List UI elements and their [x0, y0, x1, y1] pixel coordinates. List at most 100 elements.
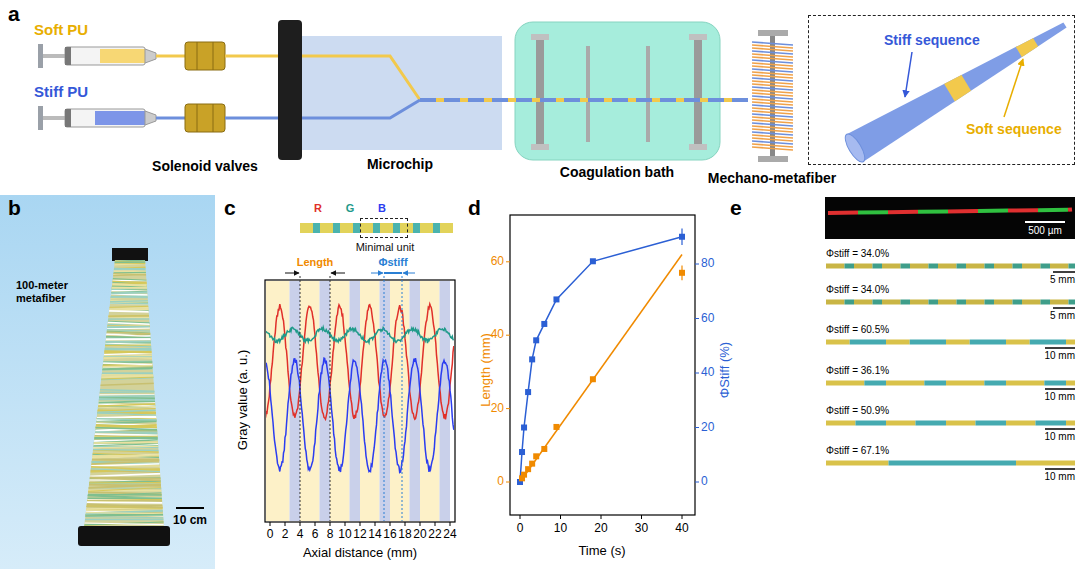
- winding: [752, 57, 793, 60]
- thread: [70, 521, 190, 525]
- coagulation-bath: [531, 144, 549, 150]
- text-label: Coagulation bath: [560, 164, 674, 180]
- text-label: 0: [497, 475, 504, 489]
- stiff-syringe: [43, 116, 65, 120]
- thread: [70, 482, 190, 483]
- thread: [70, 291, 190, 294]
- thread: [70, 297, 190, 299]
- thread: [70, 374, 190, 376]
- soft-segment: [1050, 300, 1068, 305]
- thread: [70, 365, 190, 368]
- thread: [70, 350, 190, 354]
- tick: [270, 522, 271, 526]
- tick: [450, 522, 451, 526]
- stiff-segment: [732, 98, 748, 102]
- node-text: Soft sequence: [966, 121, 1062, 137]
- thread: [70, 431, 190, 434]
- period-brackets: [330, 276, 331, 521]
- thread: [70, 336, 190, 340]
- thread: [70, 341, 190, 345]
- stiff-segment: [900, 264, 910, 269]
- tick: [641, 515, 642, 519]
- thread: [70, 343, 190, 348]
- scale-bar: [1053, 307, 1075, 309]
- thread: [70, 290, 190, 294]
- text-label: 10 mm: [1044, 391, 1075, 403]
- thread: [70, 445, 190, 448]
- text-label: Length: [297, 256, 334, 269]
- data-point: [541, 446, 547, 452]
- thread: [70, 321, 190, 326]
- thread: [70, 449, 190, 453]
- thread: [70, 507, 190, 510]
- text-label: 20: [701, 421, 714, 435]
- axis-title: Length (mm): [479, 333, 494, 407]
- thread: [70, 414, 190, 419]
- thread: [70, 442, 190, 447]
- winding: [752, 99, 793, 102]
- thread: [70, 372, 190, 374]
- thread: [70, 342, 190, 345]
- thread: [70, 514, 190, 517]
- tick: [695, 482, 699, 483]
- tick: [506, 408, 510, 409]
- stiff-segment: [708, 98, 724, 102]
- data-point: [541, 321, 547, 327]
- stiff-segment: [1030, 340, 1066, 345]
- soft-syringe: [185, 42, 225, 70]
- text-label: 6: [312, 528, 319, 542]
- text-label: 30: [635, 522, 648, 536]
- text-label: Φstiff = 36.1%: [826, 365, 889, 377]
- thread: [70, 325, 190, 327]
- soft-syringe: [213, 42, 214, 70]
- thread: [70, 283, 190, 288]
- soft-syringe: [43, 54, 65, 58]
- tick: [330, 522, 331, 526]
- thread: [70, 315, 190, 317]
- thread: [70, 338, 190, 341]
- winding: [752, 141, 793, 144]
- thread: [70, 420, 190, 422]
- fiber-segment: [828, 211, 858, 215]
- text-label: Solenoid valves: [152, 158, 258, 174]
- thread: [70, 463, 190, 467]
- soft-band: [270, 281, 290, 521]
- text-label: 10 mm: [1044, 471, 1075, 483]
- fiber-segment: [918, 209, 948, 213]
- text-label: 14: [368, 528, 381, 542]
- tick: [375, 522, 376, 526]
- thread: [70, 449, 190, 451]
- text-label: 22: [428, 528, 441, 542]
- inset-fiber: [905, 52, 912, 97]
- winding: [752, 69, 793, 72]
- soft-segment: [946, 381, 984, 386]
- thread: [70, 438, 190, 444]
- thread: [70, 367, 190, 369]
- tick: [390, 522, 391, 526]
- fiber-segment: [978, 209, 1008, 213]
- stiff-segment: [588, 98, 604, 102]
- text-label: G: [346, 202, 355, 215]
- winding: [752, 72, 793, 75]
- winding: [752, 84, 793, 87]
- thread: [70, 427, 190, 431]
- thread: [70, 464, 190, 466]
- text-label: 100-meter metafiber: [16, 279, 78, 304]
- text-label: 10 mm: [1044, 431, 1075, 443]
- soft-channel: [302, 56, 420, 100]
- thread: [70, 262, 190, 265]
- text-label: 5 mm: [1050, 310, 1075, 322]
- winding: [752, 105, 793, 108]
- thread: [70, 412, 190, 416]
- tick: [435, 522, 436, 526]
- soft-segment: [340, 223, 353, 233]
- thread: [70, 279, 190, 285]
- soft-band: [420, 281, 440, 521]
- data-point: [679, 234, 685, 240]
- thread: [70, 480, 190, 484]
- soft-band: [943, 73, 973, 104]
- thread: [70, 356, 190, 358]
- tick: [300, 522, 301, 526]
- data-point: [590, 258, 596, 264]
